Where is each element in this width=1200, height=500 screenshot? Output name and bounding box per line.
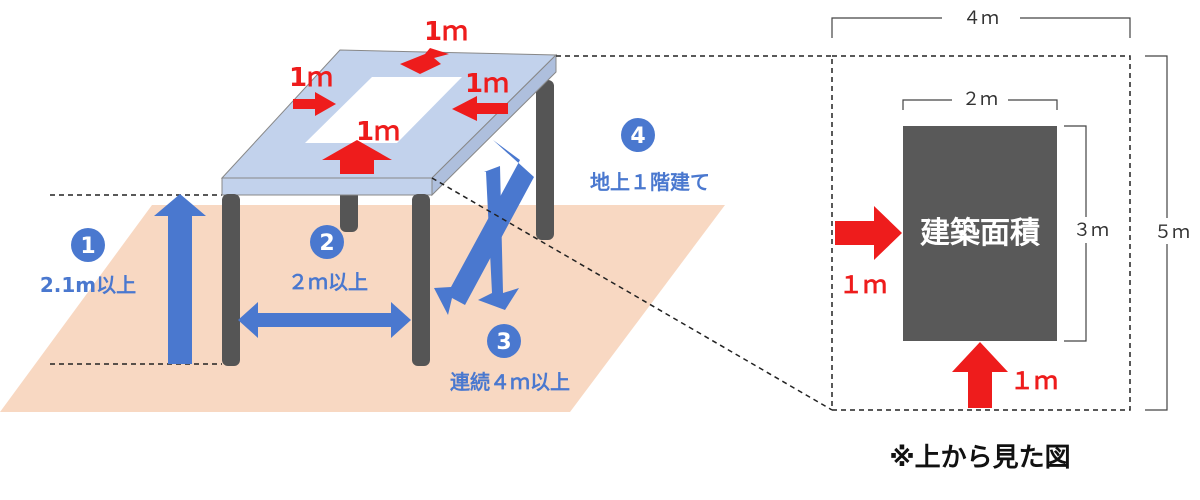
red-arrow-top-right	[452, 96, 508, 121]
perspective-view: 1ｍ 1ｍ 1ｍ 1ｍ 1 2.1m以上 2 ２ｍ以上 3 連続４ｍ以上 4	[0, 17, 725, 412]
condition-4-text: 地上１階建て	[590, 170, 710, 194]
condition-3-text: 連続４ｍ以上	[450, 370, 570, 394]
condition-3: 3 連続４ｍ以上	[450, 324, 570, 394]
top-label-front: 1ｍ	[356, 117, 400, 147]
building-height-label-gap	[1070, 217, 1114, 243]
plan-width-label: ４ｍ	[963, 8, 999, 29]
condition-1-number: 1	[80, 234, 95, 259]
table-leg-front-right	[412, 194, 430, 366]
plan-height-label: ５ｍ	[1154, 222, 1190, 243]
condition-1: 1 2.1m以上	[40, 228, 136, 297]
red-arrow-bottom-offset	[952, 342, 1008, 408]
condition-4-badge	[621, 118, 655, 152]
condition-4-number: 4	[630, 124, 645, 149]
blue-arrow-width	[238, 302, 411, 338]
plan-caption: ※上から見た図	[889, 443, 1070, 473]
left-offset-label: １ｍ	[839, 271, 887, 299]
condition-3-badge	[487, 324, 521, 358]
top-label-left: 1ｍ	[289, 63, 333, 93]
condition-4: 4 地上１階建て	[590, 118, 710, 194]
condition-3-number: 3	[496, 330, 511, 355]
condition-2-badge	[310, 225, 344, 259]
bottom-offset-label: １ｍ	[1010, 367, 1058, 395]
red-arrow-left-offset	[835, 206, 902, 260]
plan-outline	[831, 55, 1131, 411]
plan-height-label-gap	[1152, 218, 1196, 244]
plan-view: ４ｍ ５ｍ 建築面積 ２ｍ ３ｍ １ｍ １ｍ ※上から見た図	[831, 6, 1196, 473]
building-area-label: 建築面積	[920, 216, 1040, 251]
building-height-label: ３ｍ	[1073, 220, 1109, 241]
condition-2: 2 ２ｍ以上	[288, 225, 368, 294]
red-arrow-top-back	[400, 48, 449, 74]
building-width-label: ２ｍ	[962, 89, 998, 110]
condition-1-badge	[71, 228, 105, 262]
condition-1-text: 2.1m以上	[40, 273, 136, 297]
floor-area	[0, 205, 725, 412]
plan-width-label-gap	[942, 6, 1020, 30]
table-top-side-edge	[431, 53, 557, 197]
table-leg-back-right	[536, 80, 554, 240]
condition-2-text: ２ｍ以上	[288, 270, 368, 294]
table-top-opening	[305, 77, 462, 143]
red-arrow-top-front	[322, 140, 392, 174]
blue-arrow-continuous-right	[434, 140, 534, 315]
building-width-label-gap	[952, 88, 1008, 110]
blue-arrow-height	[154, 194, 206, 364]
red-arrow-top-left	[293, 92, 336, 116]
table-leg-back-left	[340, 186, 358, 232]
condition-2-number: 2	[319, 231, 334, 256]
top-label-right: 1ｍ	[465, 69, 509, 99]
top-label-back: 1ｍ	[424, 17, 468, 47]
blue-arrow-continuous-left	[478, 166, 519, 310]
table-top-front-edge	[221, 177, 433, 196]
table-leg-front-left	[222, 194, 240, 366]
building-footprint	[903, 126, 1057, 341]
